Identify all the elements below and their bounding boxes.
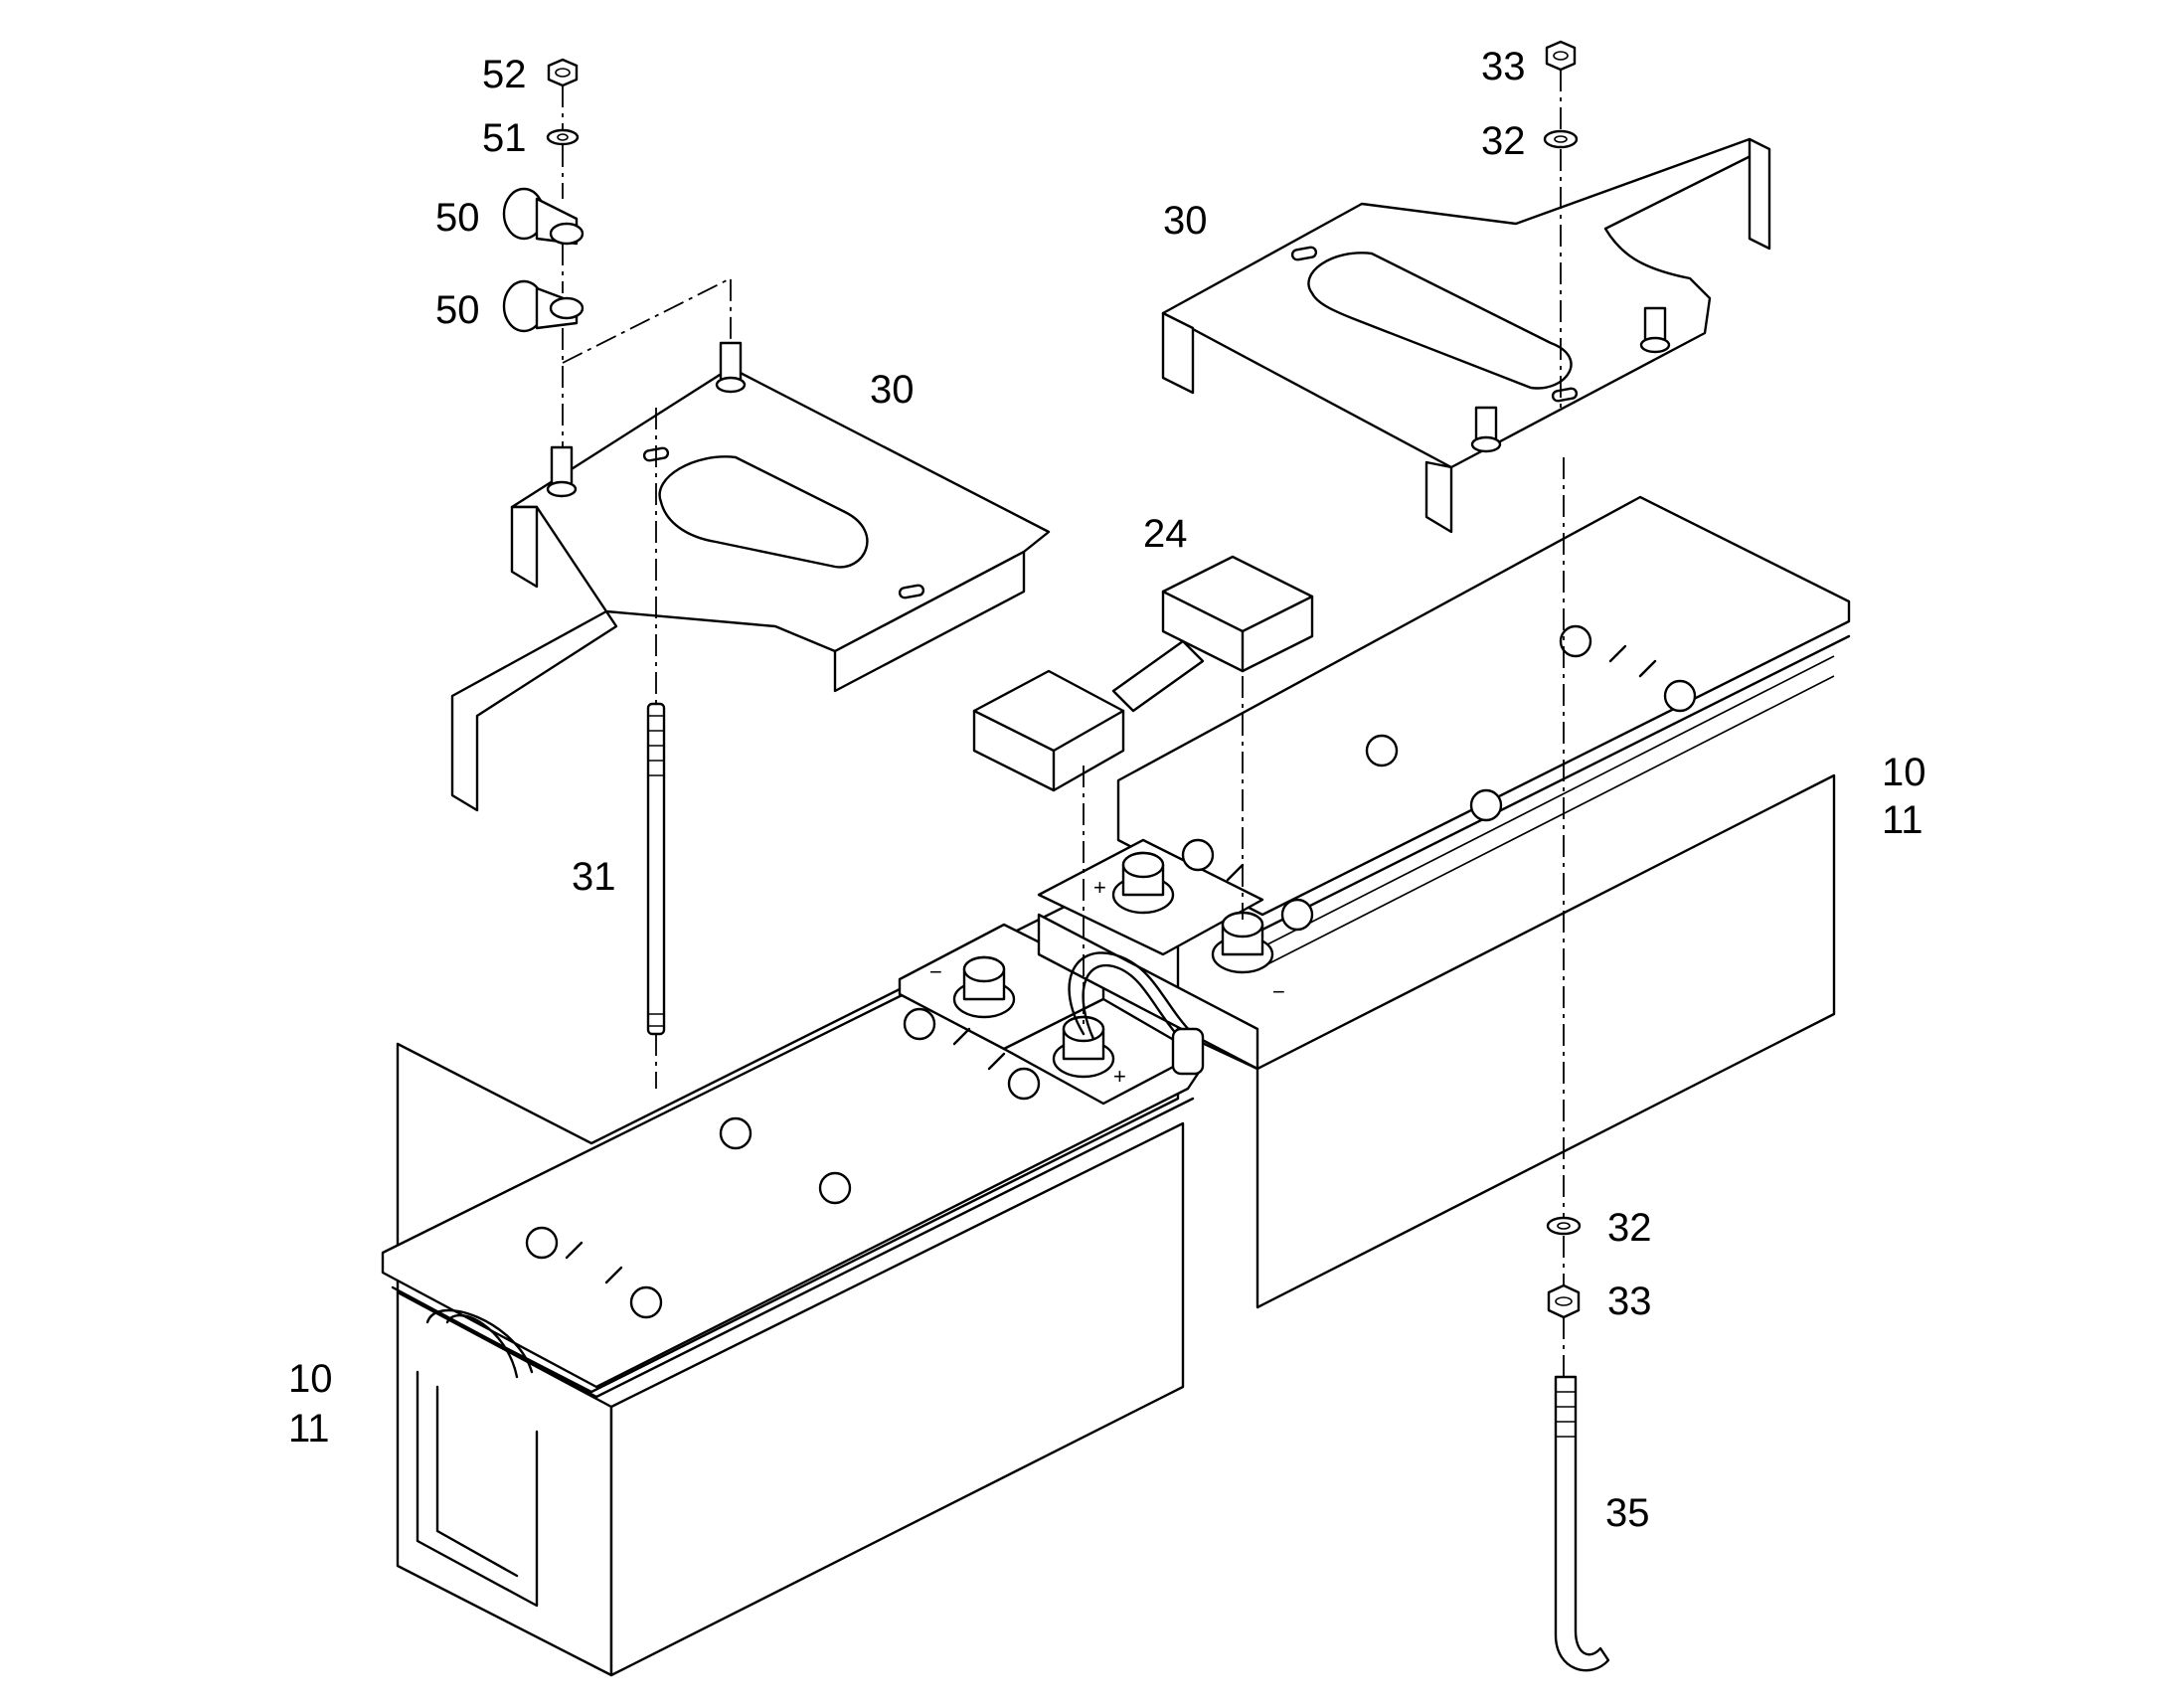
- callout-11-right: 11: [1882, 798, 1923, 842]
- polarity-minus-right: −: [1272, 979, 1285, 1004]
- nut-33-top: [1545, 40, 1577, 72]
- callout-10-left: 10: [288, 1357, 333, 1401]
- callout-33-bottom: 33: [1607, 1280, 1652, 1323]
- callout-32-bottom: 32: [1607, 1206, 1652, 1250]
- callout-31: 31: [572, 855, 616, 899]
- cable-clip-50-upper: [502, 187, 585, 246]
- terminal-cover: [972, 555, 1314, 792]
- hook-bolt-35: [1554, 1375, 1610, 1672]
- terminal-post-left-plus: [1052, 1015, 1115, 1079]
- callout-35: 35: [1605, 1491, 1650, 1535]
- cable-clip-50-lower: [502, 279, 585, 333]
- callout-51: 51: [482, 116, 527, 160]
- callout-33-top: 33: [1481, 45, 1526, 88]
- terminal-post-left-minus: [952, 955, 1016, 1019]
- washer-32-bottom: [1546, 1216, 1582, 1236]
- nut-52: [547, 58, 579, 87]
- callout-10-right: 10: [1882, 751, 1926, 794]
- callout-24: 24: [1143, 512, 1188, 556]
- tie-rod-31: [646, 702, 666, 1036]
- washer-51: [546, 128, 580, 146]
- clamp-plate-right: [1161, 137, 1771, 534]
- vent-caps-right: [1181, 624, 1697, 932]
- callout-50-lower: 50: [435, 288, 480, 332]
- terminal-post-right-plus: [1111, 851, 1175, 915]
- clamp-plate-left: [450, 341, 1051, 812]
- polarity-minus-left: −: [929, 959, 942, 984]
- callout-11-left: 11: [288, 1407, 330, 1451]
- polarity-plus-left: +: [1113, 1064, 1126, 1089]
- terminal-post-right-minus: [1211, 911, 1274, 974]
- callout-32-top: 32: [1481, 119, 1526, 163]
- assembly-center-lines: [562, 70, 1565, 1377]
- vent-caps-left: [525, 1007, 1041, 1319]
- polarity-plus-right: +: [1093, 875, 1106, 900]
- interconnect-cable: [1068, 951, 1205, 1076]
- nut-33-bottom: [1547, 1283, 1581, 1319]
- callout-30-left: 30: [870, 368, 915, 412]
- callout-50-upper: 50: [435, 196, 480, 240]
- washer-32-top: [1543, 129, 1579, 149]
- callout-30-right: 30: [1163, 199, 1208, 243]
- callout-52: 52: [482, 53, 527, 96]
